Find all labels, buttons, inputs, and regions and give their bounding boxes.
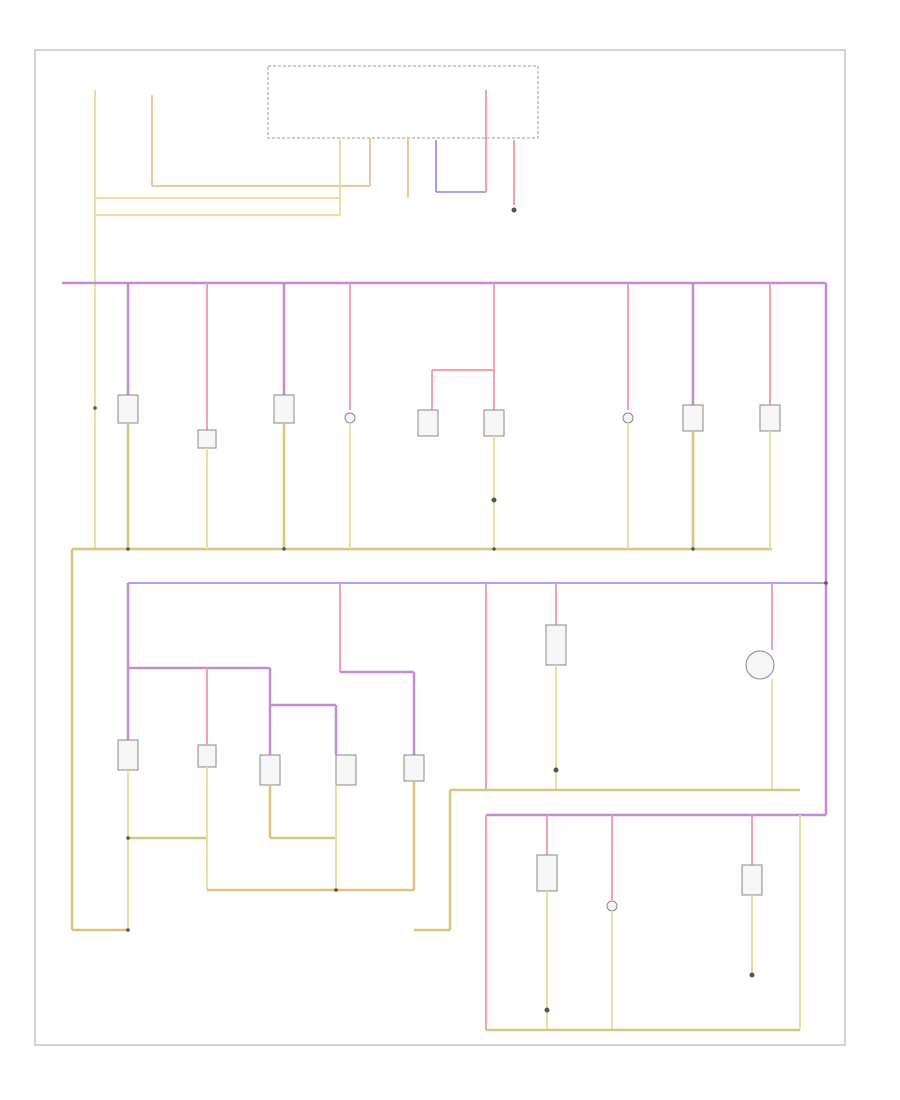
- middle-wiring: [72, 665, 800, 932]
- lower-section: [485, 813, 826, 1032]
- upper-components: [117, 394, 781, 449]
- upper-ground-bus: [70, 423, 772, 930]
- ground-symbols: [491, 207, 755, 1013]
- junction-dots: [93, 406, 828, 932]
- top-feed-wires: [94, 90, 515, 216]
- diagram-frame: [34, 49, 846, 1046]
- control-module-box: [267, 65, 539, 139]
- middle-blue-bus: [126, 582, 826, 790]
- upper-purple-bus: [62, 281, 828, 815]
- middle-components: [117, 624, 775, 786]
